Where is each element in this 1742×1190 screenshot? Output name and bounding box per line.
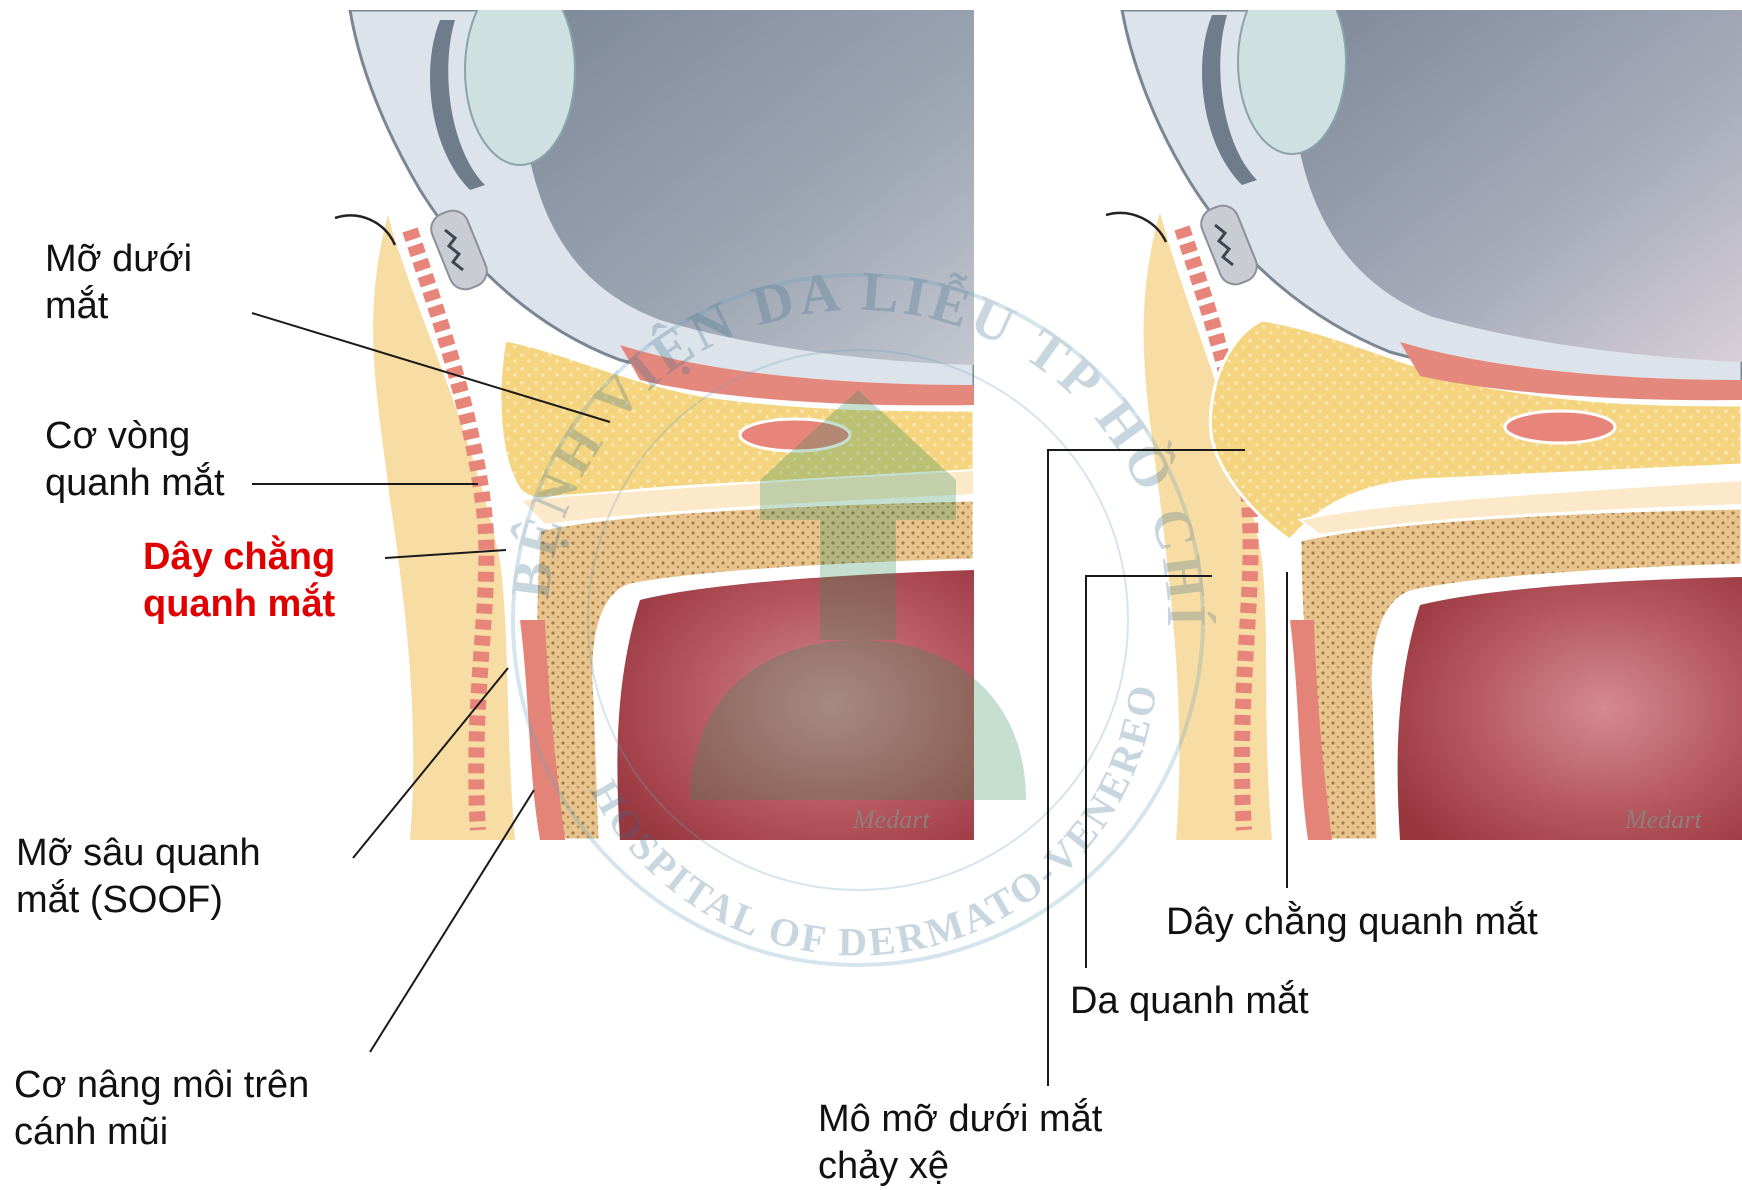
label-soof: Mỡ sâu quanh mắt (SOOF) (16, 830, 261, 924)
right-illustration: Medart (1100, 0, 1742, 840)
signature-left: Medart (852, 805, 930, 834)
label-levator-muscle: Cơ nâng môi trên cánh mũi (14, 1062, 309, 1156)
label-orbital-ligament-highlight: Dây chằng quanh mắt (143, 534, 335, 628)
label-periorbital-skin: Da quanh mắt (1070, 978, 1309, 1025)
label-infraorbital-fat: Mỡ dưới mắt (45, 236, 192, 330)
signature-right: Medart (1624, 805, 1702, 834)
label-orbicularis-muscle: Cơ vòng quanh mắt (45, 413, 225, 507)
label-right-orbital-ligament: Dây chằng quanh mắt (1166, 899, 1538, 946)
label-herniated-fat: Mô mỡ dưới mắt chảy xệ (818, 1096, 1102, 1190)
